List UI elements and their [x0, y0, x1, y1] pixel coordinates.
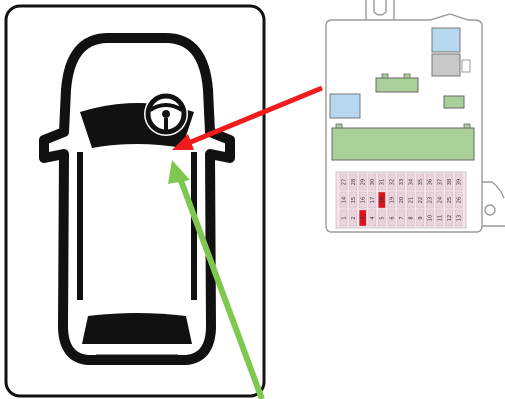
fuse-number-label: 23 [428, 197, 434, 203]
fuse-number-label: 16 [361, 197, 367, 203]
fuse-number-label: 15 [351, 197, 357, 203]
red-pointer-arrow [172, 85, 323, 150]
fuse-slot-8 [406, 209, 415, 227]
fuse-slot-21 [406, 191, 415, 209]
fuse-number-label: 11 [437, 215, 443, 221]
relay-top-right-grey [431, 53, 461, 77]
fuse-number-label: 18 [380, 197, 386, 203]
fuse-slot-26 [454, 191, 463, 209]
fuse-slot-27 [339, 173, 348, 191]
fuse-number-label: 27 [341, 179, 347, 185]
car-body-outline [39, 33, 235, 365]
fuse-slot-33 [397, 173, 405, 191]
fuse-slot-30 [368, 173, 377, 191]
fuse-slot-23 [426, 191, 434, 209]
fuse-number-label: 6 [389, 216, 395, 219]
fuse-slot-13 [454, 209, 463, 227]
fuse-number-label: 10 [428, 215, 434, 221]
fuse-number-label: 36 [428, 179, 434, 185]
fuse-number-label: 13 [457, 215, 463, 221]
fuse-number-label: 14 [341, 197, 347, 203]
fuse-slot-11 [435, 209, 444, 227]
fuse-slot-12 [445, 209, 453, 227]
fuse-number-label: 1 [341, 216, 347, 219]
fuse-number-label: 32 [389, 179, 395, 185]
fuse-number-label: 31 [380, 179, 386, 185]
relay-left-blue [329, 93, 361, 119]
fuse-slot-18 [378, 191, 386, 209]
connector-large [331, 127, 475, 161]
fuse-slot-9 [416, 209, 425, 227]
fuse-slot-4 [368, 209, 377, 227]
fuse-slot-38 [445, 173, 453, 191]
fuse-slot-35 [416, 173, 425, 191]
relay-top-right-blue [431, 27, 461, 53]
fuse-number-label: 25 [447, 197, 453, 203]
fuse-slot-25 [445, 191, 453, 209]
fuse-number-label: 29 [361, 179, 367, 185]
connector-top-center [375, 77, 419, 93]
fuse-number-label: 8 [409, 216, 415, 219]
fuse-number-label: 35 [418, 179, 424, 185]
fuse-number-label: 30 [370, 179, 376, 185]
connector-small-right [443, 95, 465, 109]
fuse-number-label: 28 [351, 179, 357, 185]
fuse-slot-29 [358, 173, 367, 191]
fuse-number-label: 38 [447, 179, 453, 185]
fuse-slot-10 [426, 209, 434, 227]
mounting-tab-right [482, 181, 505, 227]
fuse-number-label: 33 [399, 179, 405, 185]
fuse-slot-39 [454, 173, 463, 191]
fuse-number-label: 20 [399, 197, 405, 203]
fuse-number-label: 24 [437, 197, 443, 203]
fuse-number-label: 12 [447, 215, 453, 221]
fuse-number-label: 9 [418, 216, 424, 219]
fuse-number-label: 4 [370, 216, 376, 219]
fuse-slot-37 [435, 173, 444, 191]
mounting-hole [484, 204, 496, 216]
fuse-number-label: 2 [351, 216, 357, 219]
fuse-slot-22 [416, 191, 425, 209]
fuse-number-label: 39 [457, 179, 463, 185]
fuse-number-label: 21 [409, 197, 415, 203]
fuse-number-label: 19 [389, 197, 395, 203]
fuse-slot-16 [358, 191, 367, 209]
fuse-slot-15 [349, 191, 357, 209]
fuse-slot-5 [378, 209, 386, 227]
fuse-slot-34 [406, 173, 415, 191]
fuse-number-label: 34 [409, 179, 415, 185]
fuse-slot-24 [435, 191, 444, 209]
fuse-slot-14 [339, 191, 348, 209]
steering-wheel-icon [144, 92, 188, 136]
fuse-slot-28 [349, 173, 357, 191]
fuse-slot-19 [387, 191, 396, 209]
car-top-view-icon [39, 33, 235, 365]
mounting-tab-top [365, 0, 395, 20]
fuse-number-label: 7 [399, 216, 405, 219]
fuse-number-label: 37 [437, 179, 443, 185]
fuse-slot-7 [397, 209, 405, 227]
fuse-slot-32 [387, 173, 396, 191]
fuse-number-label: 3 [361, 216, 367, 219]
fuse-slot-3 [358, 209, 367, 227]
fuse-slot-1 [339, 209, 348, 227]
fuse-slot-6 [387, 209, 396, 227]
fuse-number-label: 26 [457, 197, 463, 203]
fuse-slot-31 [378, 173, 386, 191]
fuse-number-label: 5 [380, 216, 386, 219]
rear-window [82, 313, 192, 344]
fuse-number-label: 17 [370, 197, 376, 203]
fuse-slot-2 [349, 209, 357, 227]
fuse-slot-20 [397, 191, 405, 209]
fuse-slot-17 [368, 191, 377, 209]
green-pointer-arrow [168, 160, 265, 399]
fuse-slot-36 [426, 173, 434, 191]
relay-side-tab [461, 59, 471, 73]
fuse-number-label: 22 [418, 197, 424, 203]
